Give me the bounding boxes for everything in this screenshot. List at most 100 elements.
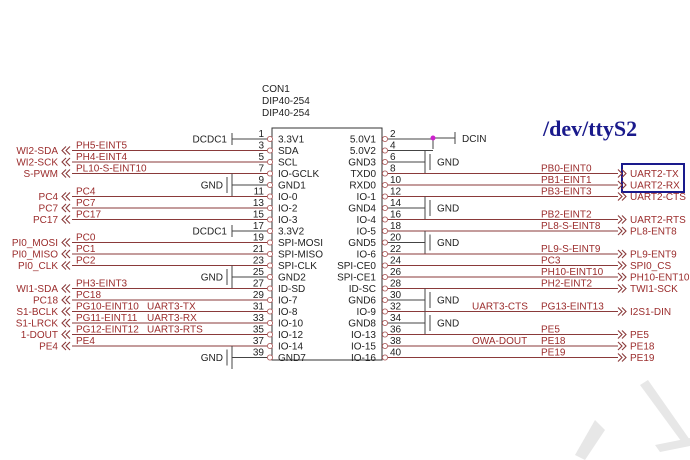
port-label: WI2-SCK	[16, 158, 58, 169]
dcdc1-label: DCDC1	[193, 135, 228, 146]
port-label: SPI0_CS	[630, 261, 671, 272]
watermark	[575, 380, 690, 460]
pin-name: TXD0	[350, 169, 376, 180]
pin-number: 20	[390, 233, 402, 244]
pin-name: GND7	[278, 353, 306, 364]
pin-ring	[266, 342, 274, 350]
pin-name: RXD0	[349, 181, 376, 192]
port-chevron-icon	[617, 249, 627, 259]
port-label: PC18	[33, 296, 58, 307]
pin-name: ID-SC	[349, 284, 376, 295]
pin-number: 23	[253, 256, 265, 267]
pin-ring	[381, 331, 389, 338]
port-label: PE19	[630, 353, 655, 364]
dcin-label: DCIN	[462, 134, 486, 145]
pin-number: 17	[253, 221, 265, 232]
pin-name: IO-3	[278, 215, 298, 226]
pin-name: SCL	[278, 158, 298, 169]
pin-name: IO-8	[278, 307, 298, 318]
gnd-label: GND	[437, 158, 459, 169]
pin-number: 30	[390, 290, 402, 301]
gnd-label: GND	[437, 238, 459, 249]
pin-name: IO-6	[357, 250, 377, 261]
port-chevron-icon	[61, 330, 71, 339]
pin-number: 18	[390, 221, 402, 232]
pin-ring	[381, 193, 389, 200]
net-label: PE19	[541, 348, 566, 359]
pin-name: 5.0V2	[350, 146, 377, 157]
port-label: UART2-RTS	[630, 215, 686, 226]
net-label: PE5	[541, 325, 560, 336]
port-chevron-icon	[61, 169, 71, 178]
pin-ring	[266, 204, 274, 212]
port-chevron-icon	[61, 318, 71, 328]
pin-ring	[266, 331, 274, 338]
port-label: UART2-RX	[630, 181, 680, 192]
pin-number: 26	[390, 267, 402, 278]
pin-ring	[381, 262, 389, 269]
pin-number: 25	[253, 267, 265, 278]
pin-name: IO-9	[357, 307, 377, 318]
pin-ring	[266, 285, 274, 292]
net-label: PB1-EINT1	[541, 175, 592, 186]
net-label: PG12-EINT12	[76, 325, 139, 336]
pin-name: GND6	[348, 296, 376, 307]
pin-ring	[266, 354, 274, 361]
pin-ring	[381, 147, 389, 154]
pin-ring	[266, 181, 274, 189]
port-chevron-icon	[61, 146, 71, 155]
pin-number: 9	[258, 175, 264, 186]
uart2-highlight-box	[621, 163, 685, 193]
pin-ring	[381, 158, 389, 166]
pin-ring	[381, 342, 389, 350]
pin-number: 13	[253, 198, 265, 209]
net-label: PB2-EINT2	[541, 210, 592, 221]
pin-name: SPI-MOSI	[278, 238, 323, 249]
pin-number: 21	[253, 244, 265, 255]
gnd-label: GND	[201, 353, 223, 364]
pin-number: 27	[253, 279, 265, 290]
gnd-label: GND	[201, 273, 223, 284]
component-ref: CON1	[262, 84, 290, 95]
pin-number: 24	[390, 256, 402, 267]
port-chevron-icon	[61, 307, 71, 316]
pin-name: IO-4	[357, 215, 377, 226]
net-label: PC18	[76, 290, 101, 301]
port-chevron-icon	[617, 284, 627, 293]
pin-number: 40	[390, 348, 402, 359]
pin-ring	[266, 193, 274, 200]
port-chevron-icon	[617, 353, 627, 362]
port-label: PI0_CLK	[18, 261, 58, 272]
pin-name: GND1	[278, 181, 306, 192]
pin-number: 14	[390, 198, 402, 209]
pin-ring	[381, 308, 389, 315]
port-label: PH10-ENT10	[630, 273, 690, 284]
port-label: I2S1-DIN	[630, 307, 671, 318]
pin-name: ID-SD	[278, 284, 305, 295]
pin-number: 19	[253, 233, 265, 244]
port-label: PC17	[33, 215, 58, 226]
port-chevron-icon	[617, 215, 627, 224]
pin-name: IO-GCLK	[278, 169, 319, 180]
pin-ring	[266, 250, 274, 258]
pin-ring	[266, 273, 274, 281]
pin-name: 3.3V2	[278, 227, 305, 238]
pin-name: GND2	[278, 273, 306, 284]
pin-ring	[381, 216, 389, 223]
port-label: 1-DOUT	[21, 330, 58, 341]
pin-name: 5.0V1	[350, 135, 377, 146]
